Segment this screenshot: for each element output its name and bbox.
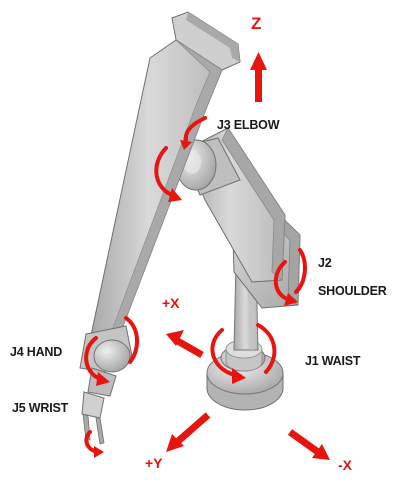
- plus-y-label: +Y: [145, 455, 163, 471]
- j1-waist-label: J1 WAIST: [305, 354, 360, 368]
- j4-hand-label: J4 HAND: [10, 345, 62, 359]
- j2-label: J2: [318, 256, 332, 270]
- j3-elbow-label: J3 ELBOW: [217, 118, 279, 132]
- plus-x-label: +X: [162, 295, 180, 311]
- minus-x-label: -X: [338, 457, 352, 473]
- plus-y-axis-arrow-icon: [166, 415, 208, 452]
- z-axis-label: Z: [251, 14, 261, 34]
- z-axis-arrow-icon: [250, 52, 267, 102]
- j2-shoulder-label: SHOULDER: [318, 284, 387, 298]
- plus-x-axis-arrow-icon: [166, 330, 202, 355]
- j5-wrist-label: J5 WRIST: [12, 401, 68, 415]
- minus-x-axis-arrow-icon: [290, 432, 330, 460]
